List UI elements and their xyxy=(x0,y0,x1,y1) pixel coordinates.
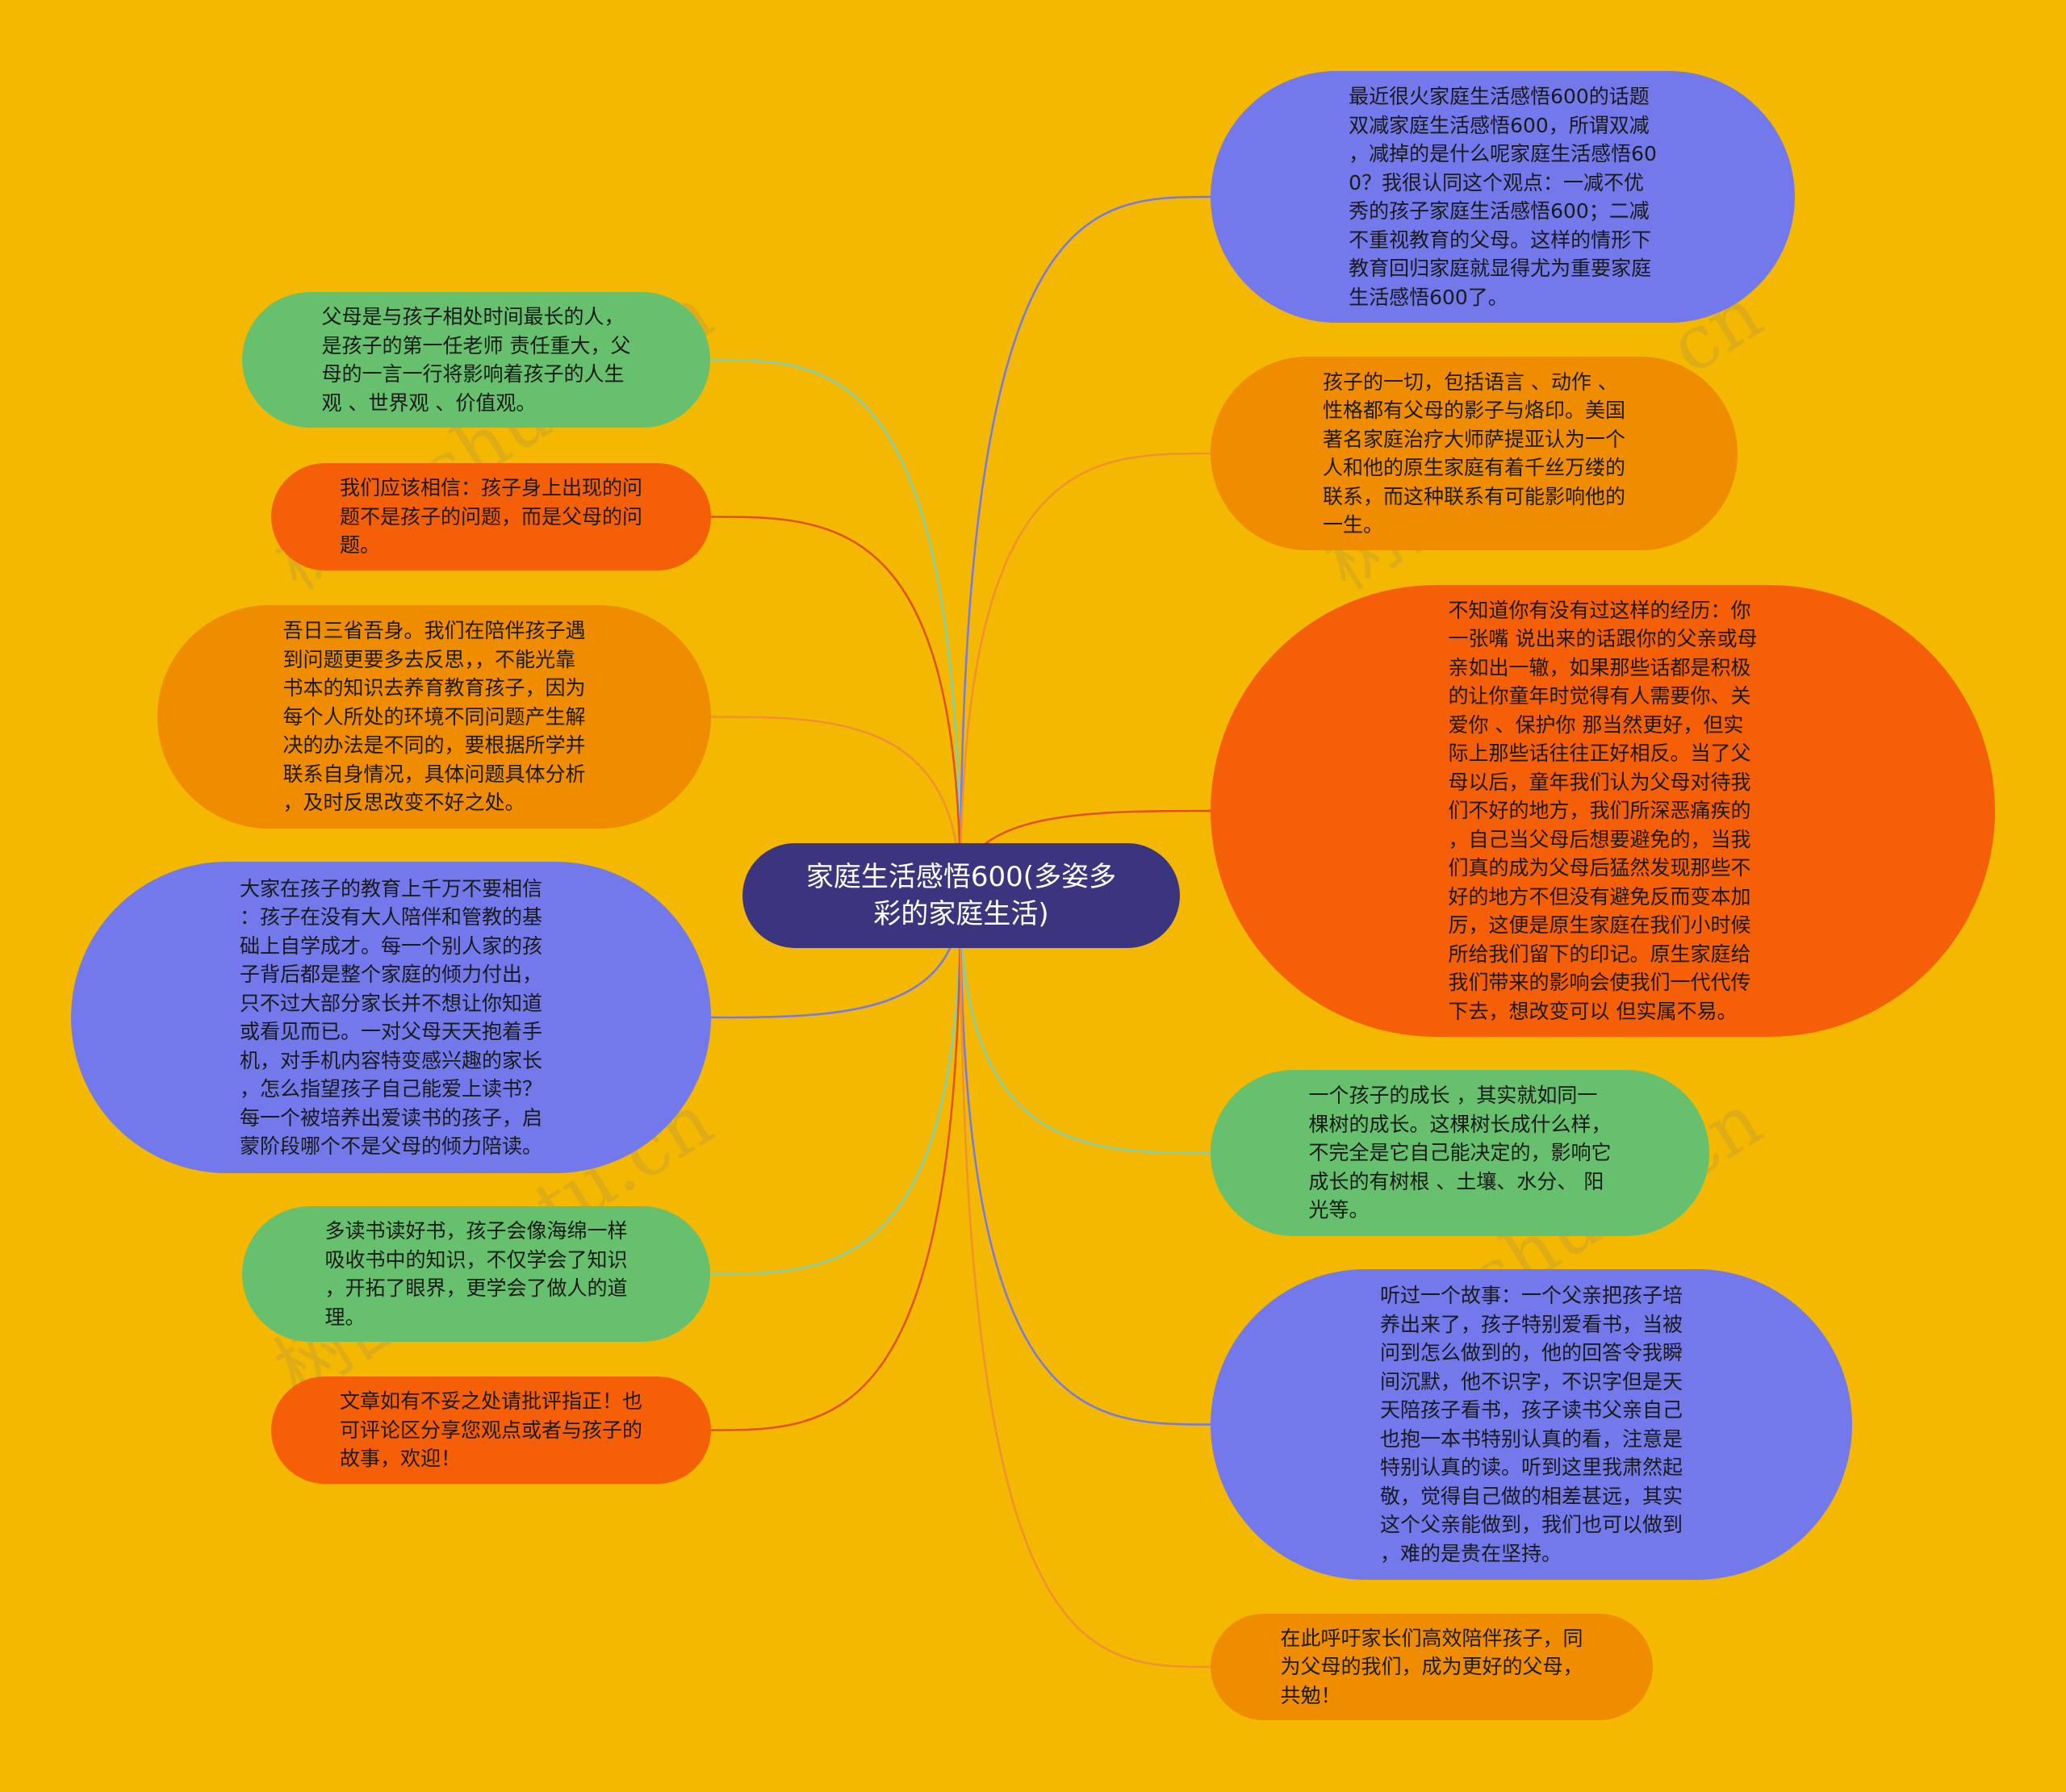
connector-line xyxy=(709,358,962,896)
connector-line xyxy=(959,895,1211,1426)
branch-text: 大家在孩子的教育上千万不要相信 ：孩子在没有大人陪伴和管教的基 础上自学成才。每… xyxy=(239,876,542,1159)
branch-text: 父母是与孩子相处时间最长的人， 是孩子的第一任老师 责任重大，父 母的一言一行将… xyxy=(321,305,631,415)
connector-line xyxy=(709,895,962,1276)
connector-line xyxy=(959,452,1211,896)
branch-node-right-2[interactable]: 孩子的一切，包括语言 、动作 、 性格都有父母的影子与烙印。美国 著名家庭治疗大… xyxy=(1211,357,1738,550)
connector-line xyxy=(710,716,962,896)
branch-text: 不知道你有没有过这样的经历：你 一张嘴 说出来的话跟你的父亲或母 亲如出一辙，如… xyxy=(1448,598,1758,1023)
branch-node-right-5[interactable]: 听过一个故事：一个父亲把孩子培 养出来了，孩子特别爱看书，当被 问到怎么做到的，… xyxy=(1211,1269,1852,1580)
branch-node-right-1[interactable]: 最近很火家庭生活感悟600的话题 双减家庭生活感悟600，所谓双减 ，减掉的是什… xyxy=(1211,71,1795,323)
center-topic[interactable]: 家庭生活感悟600(多姿多 彩的家庭生活) xyxy=(742,843,1180,948)
branch-text: 最近很火家庭生活感悟600的话题 双减家庭生活感悟600，所谓双减 ，减掉的是什… xyxy=(1349,85,1657,309)
connector-line xyxy=(710,516,962,896)
connector-line xyxy=(710,895,962,1431)
connector-line xyxy=(959,895,1211,1155)
branch-text: 听过一个故事：一个父亲把孩子培 养出来了，孩子特别爱看书，当被 问到怎么做到的，… xyxy=(1379,1284,1683,1565)
branch-node-right-3[interactable]: 不知道你有没有过这样的经历：你 一张嘴 说出来的话跟你的父亲或母 亲如出一辙，如… xyxy=(1211,585,1995,1037)
branch-text: 一个孩子的成长 ，其实就如同一 棵树的成长。这棵树长成什么样， 不完全是它自己能… xyxy=(1308,1084,1612,1222)
branch-text: 吾日三省吾身。我们在陪伴孩子遇 到问题更要多去反思，，不能光靠 书本的知识去养育… xyxy=(282,619,586,815)
connector-line xyxy=(959,195,1211,896)
branch-text: 多读书读好书，孩子会像海绵一样 吸收书中的知识，不仅学会了知识 ，开拓了眼界，更… xyxy=(324,1219,628,1329)
branch-node-left-3[interactable]: 吾日三省吾身。我们在陪伴孩子遇 到问题更要多去反思，，不能光靠 书本的知识去养育… xyxy=(157,605,711,829)
branch-text: 文章如有不妥之处请批评指正！也 可评论区分享您观点或者与孩子的 故事，欢迎！ xyxy=(339,1389,642,1471)
branch-node-left-2[interactable]: 我们应该相信：孩子身上出现的问 题不是孩子的问题，而是父母的问 题。 xyxy=(271,463,711,570)
branch-node-left-6[interactable]: 文章如有不妥之处请批评指正！也 可评论区分享您观点或者与孩子的 故事，欢迎！ xyxy=(271,1376,711,1484)
branch-text: 孩子的一切，包括语言 、动作 、 性格都有父母的影子与烙印。美国 著名家庭治疗大… xyxy=(1322,370,1625,537)
branch-node-left-4[interactable]: 大家在孩子的教育上千万不要相信 ：孩子在没有大人陪伴和管教的基 础上自学成才。每… xyxy=(71,862,711,1173)
branch-node-left-5[interactable]: 多读书读好书，孩子会像海绵一样 吸收书中的知识，不仅学会了知识 ，开拓了眼界，更… xyxy=(242,1206,710,1342)
connector-line xyxy=(959,895,1211,1669)
branch-text: 我们应该相信：孩子身上出现的问 题不是孩子的问题，而是父母的问 题。 xyxy=(339,476,642,558)
branch-node-right-6[interactable]: 在此呼吁家长们高效陪伴孩子，同 为父母的我们，成为更好的父母， 共勉！ xyxy=(1211,1614,1653,1720)
branch-text: 在此呼吁家长们高效陪伴孩子，同 为父母的我们，成为更好的父母， 共勉！ xyxy=(1280,1626,1583,1707)
branch-node-right-4[interactable]: 一个孩子的成长 ，其实就如同一 棵树的成长。这棵树长成什么样， 不完全是它自己能… xyxy=(1211,1070,1709,1236)
center-topic-label: 家庭生活感悟600(多姿多 彩的家庭生活) xyxy=(805,861,1117,930)
branch-node-left-1[interactable]: 父母是与孩子相处时间最长的人， 是孩子的第一任老师 责任重大，父 母的一言一行将… xyxy=(242,292,710,428)
